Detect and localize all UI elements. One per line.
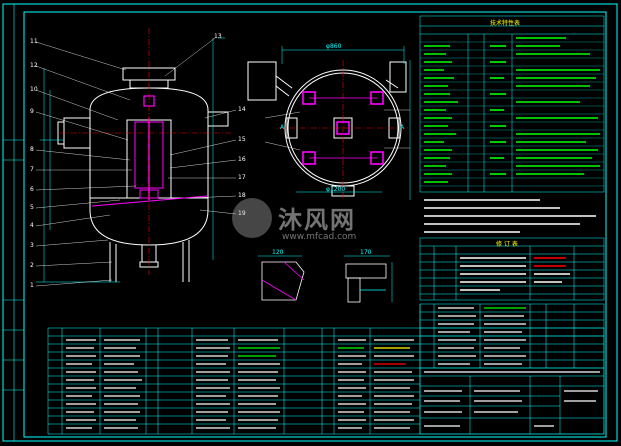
dim-label-1: φ860 [326, 43, 342, 50]
nozzle-table-text-marks [460, 257, 570, 291]
inner-frame [23, 11, 607, 438]
balloon-4: 4 [30, 222, 34, 229]
balloon-7: 7 [30, 166, 34, 173]
balloon-2: 2 [30, 262, 34, 269]
balloon-17: 17 [238, 174, 246, 181]
balloon-14: 14 [238, 106, 246, 113]
title-block-text-marks [424, 371, 600, 427]
watermark-logo-icon [232, 198, 272, 238]
tech-table-rows [420, 41, 604, 187]
watermark-url: www.mfcad.com [282, 232, 357, 242]
balloon-1: 1 [30, 282, 34, 289]
revision-table-title: 修 订 表 [496, 241, 518, 248]
outer-frame [2, 3, 618, 442]
balloon-18: 18 [238, 192, 246, 199]
balloon-15: 15 [238, 136, 246, 143]
dim-label-3: 120 [272, 249, 284, 256]
balloon-12: 12 [30, 62, 38, 69]
balloon-leaders-right [164, 37, 237, 215]
section-detail-views [261, 261, 387, 303]
balloon-13: 13 [214, 33, 222, 40]
site-watermark: 沐风网 www.mfcad.com [232, 198, 402, 248]
balloon-6: 6 [30, 186, 34, 193]
watermark-brand: 沐风网 [278, 206, 356, 234]
balloon-8: 8 [30, 146, 34, 153]
balloon-5: 5 [30, 204, 34, 211]
left-strip-cells [3, 139, 24, 391]
vessel-plan-view [247, 61, 407, 197]
tech-table [419, 15, 605, 193]
balloon-10: 10 [30, 86, 38, 93]
parts-list-right [419, 303, 605, 369]
balloon-leaders-left [35, 41, 137, 287]
section-label-a-2: A [400, 124, 405, 131]
parts-list-text-marks [66, 307, 526, 429]
balloon-11: 11 [30, 38, 38, 45]
tech-table-title: 技术特性表 [490, 20, 521, 27]
balloon-19: 19 [238, 210, 246, 217]
dim-label-4: 170 [360, 249, 372, 256]
balloon-16: 16 [238, 156, 246, 163]
vessel-front-view [57, 67, 229, 282]
dim-label-2: φ1200 [326, 186, 346, 193]
section-label-a-1: A [280, 124, 285, 131]
title-block [419, 367, 605, 435]
balloon-9: 9 [30, 108, 34, 115]
nozzle-table [419, 237, 605, 301]
balloon-3: 3 [30, 242, 34, 249]
tech-table-text-marks [424, 37, 600, 183]
notes-block [424, 199, 596, 233]
